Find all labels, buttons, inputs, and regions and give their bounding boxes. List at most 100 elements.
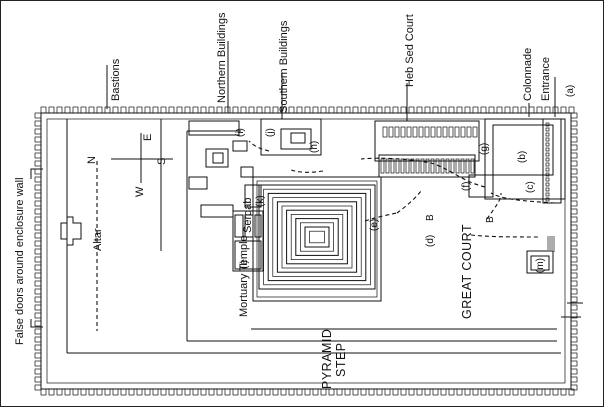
bastion (570, 192, 578, 199)
bastion (34, 208, 42, 215)
heb-sed-chapel (436, 126, 442, 138)
heb-sed-chapel (400, 158, 405, 174)
bastion (432, 106, 439, 114)
bastion (184, 106, 191, 114)
marker-i: (i) (235, 128, 246, 137)
pyramid-step (276, 201, 358, 273)
bastion (570, 224, 578, 231)
bastion (570, 248, 578, 255)
pyramid-step (272, 197, 362, 277)
bastion (34, 376, 42, 383)
bastion (208, 388, 215, 396)
bastion (496, 106, 503, 114)
colonnade-column (545, 162, 550, 167)
heb-sed-chapel (380, 158, 385, 174)
label-step: STEP (334, 342, 348, 377)
heb-sed-chapels (382, 126, 478, 138)
bastion (570, 144, 578, 151)
bastion (320, 106, 327, 114)
heb-sed-chapel (410, 158, 415, 174)
heb-sed-chapel (405, 158, 410, 174)
bastion (552, 388, 559, 396)
bastion (570, 216, 578, 223)
heb-sed-chapel (385, 158, 390, 174)
marker-e: (e) (369, 219, 380, 231)
bastion (200, 106, 207, 114)
colonnade-column (545, 127, 550, 132)
bastion (34, 368, 42, 375)
bastion (392, 106, 399, 114)
bastion (136, 106, 143, 114)
enclosure-wall-outer (40, 112, 572, 390)
bastion (120, 106, 127, 114)
bastion (376, 388, 383, 396)
court-glyph-b: B (485, 216, 496, 223)
bastion (570, 152, 578, 159)
bastion (34, 328, 42, 335)
great-court-structures (468, 174, 555, 274)
bastion (448, 106, 455, 114)
bastion (232, 388, 239, 396)
bastion (570, 328, 578, 335)
heb-sed-chapel (470, 158, 475, 174)
pyramid-step (267, 192, 367, 282)
bastion (312, 388, 319, 396)
compass-north: N (86, 156, 98, 164)
bastion (440, 388, 447, 396)
bastion (240, 106, 247, 114)
bastion (160, 388, 167, 396)
great-court-wall-hatch (547, 236, 555, 252)
bastion (248, 106, 255, 114)
bastion (570, 368, 578, 375)
heb-sed-chapel (412, 126, 418, 138)
bastion (480, 388, 487, 396)
marker-m: (m) (535, 258, 546, 273)
altar-shape (60, 216, 82, 246)
pyramid-step (309, 230, 325, 244)
pyramid-base-inner (256, 180, 378, 298)
pyramid-step (295, 218, 339, 256)
colonnade-column (545, 187, 550, 192)
marker-a: (a) (565, 85, 576, 97)
bastion (34, 160, 42, 167)
bastion (570, 176, 578, 183)
bastion (488, 106, 495, 114)
bastion (34, 120, 42, 127)
heb-sed-chapel (424, 126, 430, 138)
southern-building-blocks (260, 118, 322, 156)
marker-b: (b) (517, 151, 528, 163)
compass-east: E (142, 134, 154, 141)
pyramid-base (252, 176, 382, 302)
heb-sed-chapel (394, 126, 400, 138)
bastion (192, 106, 199, 114)
northern-building-blocks (188, 120, 254, 190)
step-pyramid (252, 176, 382, 302)
label-bastions: Bastions (110, 58, 122, 101)
bastion (34, 176, 42, 183)
bastion (536, 106, 543, 114)
label-altar: Altar (92, 228, 104, 251)
bastion (144, 106, 151, 114)
heb-sed-court (374, 120, 480, 178)
bastion (34, 168, 42, 175)
marker-f: (f) (461, 182, 472, 191)
bastion (448, 388, 455, 396)
bastion (570, 232, 578, 239)
bastion (296, 106, 303, 114)
bastion (504, 106, 511, 114)
bastion (570, 240, 578, 247)
bastion (424, 106, 431, 114)
compass-rose (111, 133, 173, 183)
bastion (570, 352, 578, 359)
bastion (48, 388, 55, 396)
marker-d: (d) (425, 235, 436, 247)
bastion (200, 388, 207, 396)
pyramid-step (281, 205, 353, 269)
bastion (168, 106, 175, 114)
bastion (520, 388, 527, 396)
colonnade-column (545, 142, 550, 147)
bastion (352, 106, 359, 114)
bastion (368, 388, 375, 396)
bastion (464, 106, 471, 114)
